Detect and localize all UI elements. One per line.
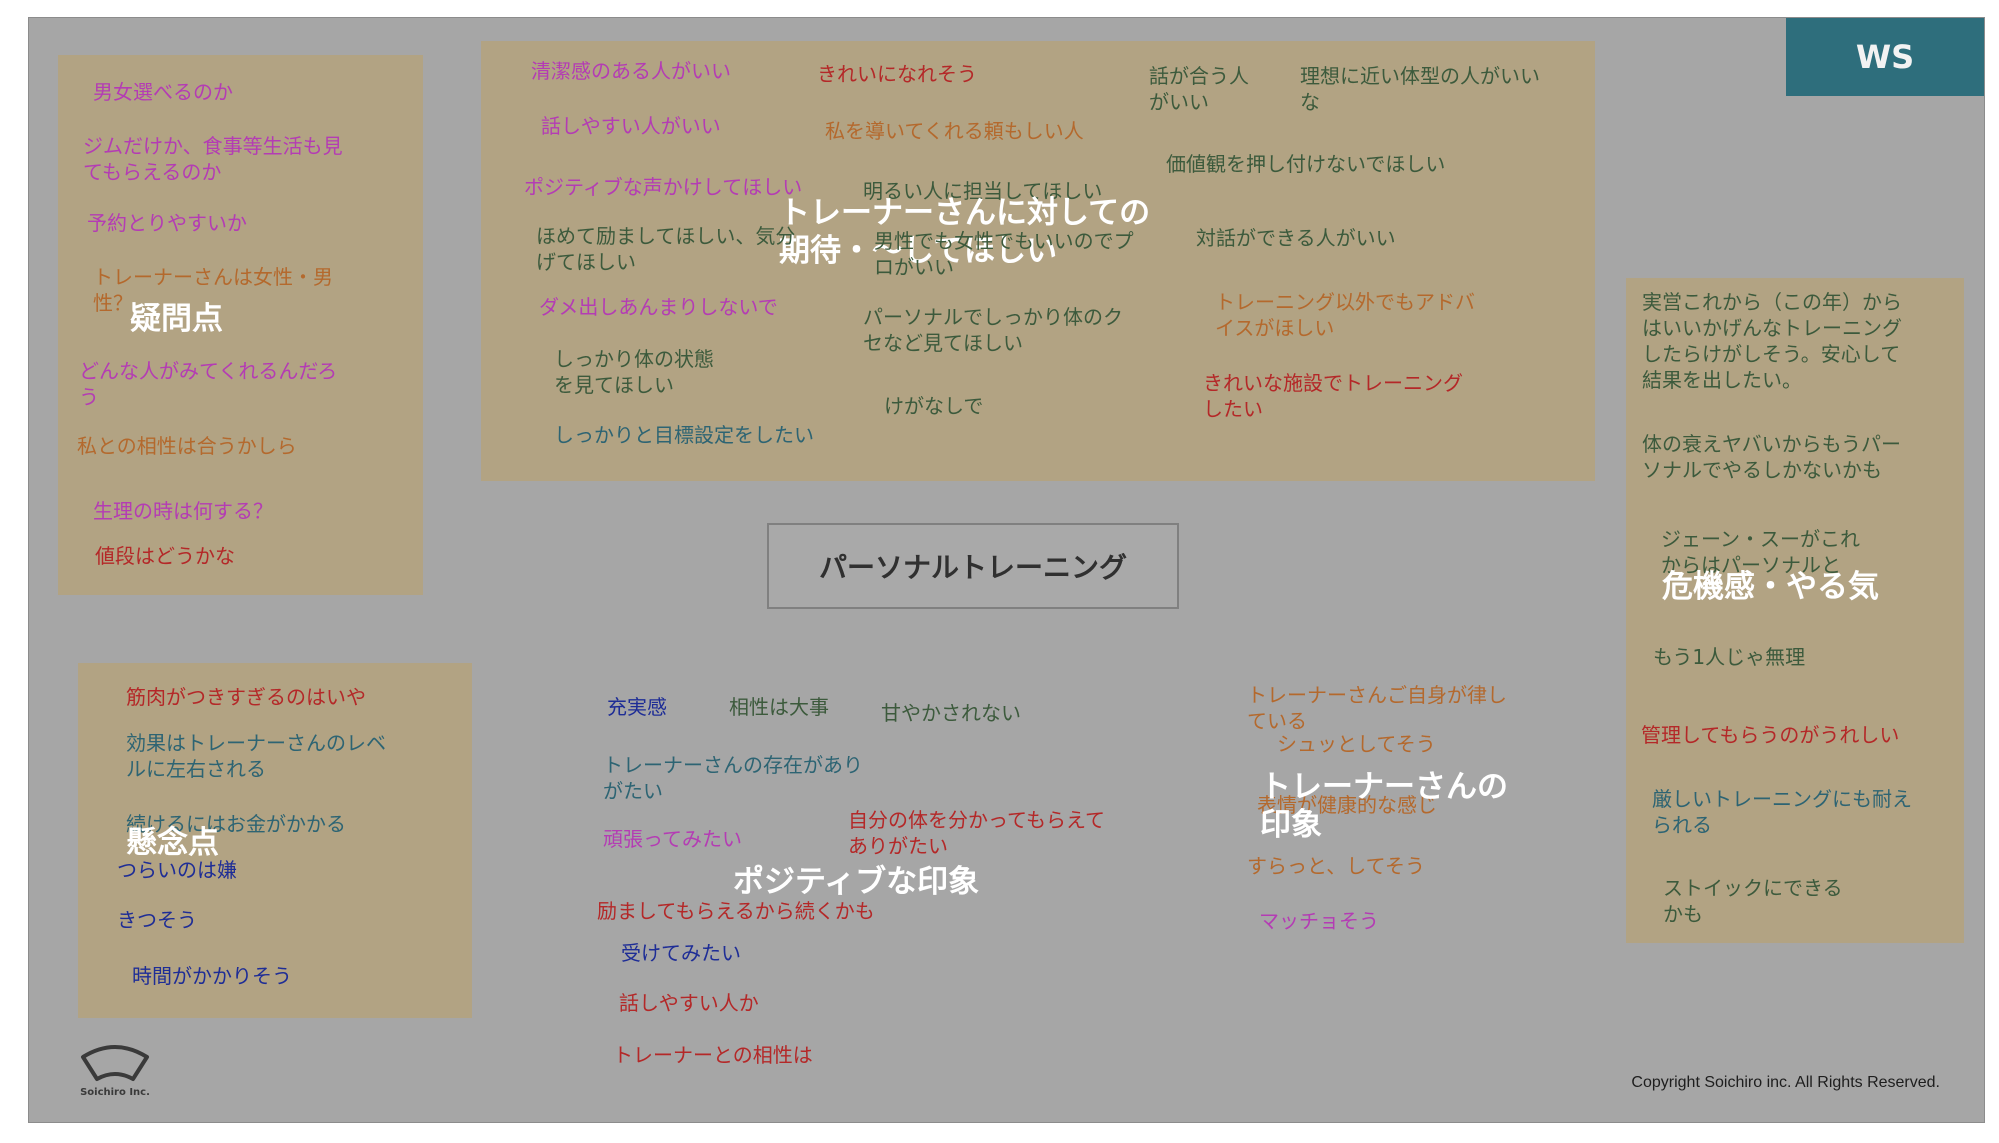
impression-title: トレーナーさんの 印象 [1260, 769, 1508, 843]
sticky-note: ストイックにできる かも [1663, 876, 1843, 926]
sticky-note: 自分の体を分かってもらえて ありがたい [848, 808, 1105, 858]
sticky-note: 明るい人に担当してほしい [863, 179, 1103, 203]
sticky-note: 時間がかかりそう [132, 964, 292, 988]
sticky-note: 受けてみたい [621, 941, 741, 965]
sticky-note: けがなしで [884, 394, 984, 418]
fan-logo-icon [81, 1045, 149, 1081]
sticky-note: ジムだけか、食事等生活も見 てもらえるのか [83, 134, 343, 184]
concerns-title: 懸念点 [126, 825, 219, 861]
sticky-note: シュッとしてそう [1277, 732, 1436, 756]
sticky-note: しっかり体の状態 を見てほしい [554, 347, 714, 397]
sticky-note: 相性は大事 [729, 695, 829, 719]
sticky-note: 価値観を押し付けないでほしい [1166, 152, 1446, 176]
sticky-note: トレーニング以外でもアドバ イスがほしい [1215, 290, 1475, 340]
sticky-note: 厳しいトレーニングにも耐え られる [1652, 787, 1912, 837]
company-logo: Soichiro Inc. [75, 1043, 155, 1098]
sticky-note: 頑張ってみたい [603, 827, 742, 851]
crisis-panel [1626, 278, 1964, 943]
sticky-note: もう1人じゃ無理 [1653, 645, 1806, 669]
sticky-note: 対話ができる人がいい [1196, 226, 1396, 250]
sticky-note: すらっと、してそう [1247, 854, 1425, 878]
sticky-note: 理想に近い体型の人がいい な [1300, 64, 1540, 114]
sticky-note: パーソナルでしっかり体のク セなど見てほしい [863, 305, 1123, 355]
sticky-note: 私を導いてくれる頼もしい人 [825, 119, 1084, 143]
sticky-note: 実営これから（この年）から はいいかげんなトレーニング したらけがしそう。安心し… [1642, 290, 1902, 392]
sticky-note: 男女選べるのか [93, 80, 233, 104]
sticky-note: 充実感 [607, 695, 667, 719]
sticky-note: きれいになれそう [817, 62, 977, 86]
sticky-note: 励ましてもらえるから続くかも [597, 899, 875, 923]
crisis-title: 危機感・やる気 [1662, 569, 1879, 605]
expectations-title: トレーナーさんに対しての 期待・〜してほしい [779, 195, 1151, 269]
sticky-note: 表情が健康的な感じ [1257, 793, 1437, 817]
sticky-note: ジェーン・スーがこれ からはパーソナルと [1661, 527, 1860, 577]
sticky-note: しっかりと目標設定をしたい [554, 423, 814, 447]
sticky-note: 私との相性は合うかしら [77, 434, 297, 458]
sticky-note: 管理してもらうのがうれしい [1641, 723, 1900, 747]
sticky-note: 男性でも女性でもいいのでプ ロがいい [874, 229, 1134, 279]
expectations-panel [481, 41, 1595, 481]
sticky-note: 続けるにはお金がかかる [126, 812, 346, 836]
sticky-note: 予約とりやすいか [87, 211, 247, 235]
central-topic: パーソナルトレーニング [767, 523, 1179, 609]
sticky-note: 話しやすい人か [619, 991, 759, 1015]
ws-badge: WS [1786, 18, 1984, 96]
sticky-note: 生理の時は何する？ [93, 499, 273, 523]
sticky-note: 効果はトレーナーさんのレベ ルに左右される [126, 731, 386, 781]
sticky-note: きつそう [117, 908, 197, 932]
questions-title: 疑問点 [130, 301, 223, 337]
copyright-text: Copyright Soichiro inc. All Rights Reser… [1631, 1074, 1940, 1091]
sticky-note: ダメ出しあんまりしないで [539, 295, 778, 319]
sticky-note: 値段はどうかな [95, 544, 235, 568]
logo-text: Soichiro Inc. [80, 1087, 150, 1098]
sticky-note: 話しやすい人がいい [541, 114, 721, 138]
sticky-note: 体の衰えヤバいからもうパー ソナルでやるしかないかも [1642, 432, 1901, 482]
sticky-note: マッチョそう [1259, 909, 1379, 933]
questions-panel [58, 55, 423, 595]
sticky-note: きれいな施設でトレーニング したい [1203, 371, 1463, 421]
sticky-note: 話が合う人 がいい [1149, 64, 1249, 114]
sticky-note: ほめて励ましてほしい、気分 げてほしい [536, 224, 796, 274]
sticky-note: どんな人がみてくれるんだろ う [79, 359, 338, 409]
sticky-note: 甘やかされない [881, 701, 1021, 725]
sticky-note: トレーナーさんは女性・男 性？ [93, 265, 333, 315]
sticky-note: 清潔感のある人がいい [531, 59, 731, 83]
sticky-note: つらいのは嫌 [117, 858, 237, 882]
sticky-note: トレーナーさんご自身が律し ている [1247, 683, 1507, 733]
sticky-note: 筋肉がつきすぎるのはいや [126, 685, 366, 709]
sticky-note: ポジティブな声かけしてほしい [524, 175, 803, 199]
concerns-panel [78, 663, 472, 1018]
slide-canvas: 男女選べるのか ジムだけか、食事等生活も見 てもらえるのか 予約とりやすいか ト… [28, 17, 1985, 1123]
sticky-note: トレーナーとの相性は [613, 1043, 813, 1067]
sticky-note: トレーナーさんの存在があり がたい [603, 753, 863, 803]
positive-title: ポジティブな印象 [733, 864, 980, 900]
